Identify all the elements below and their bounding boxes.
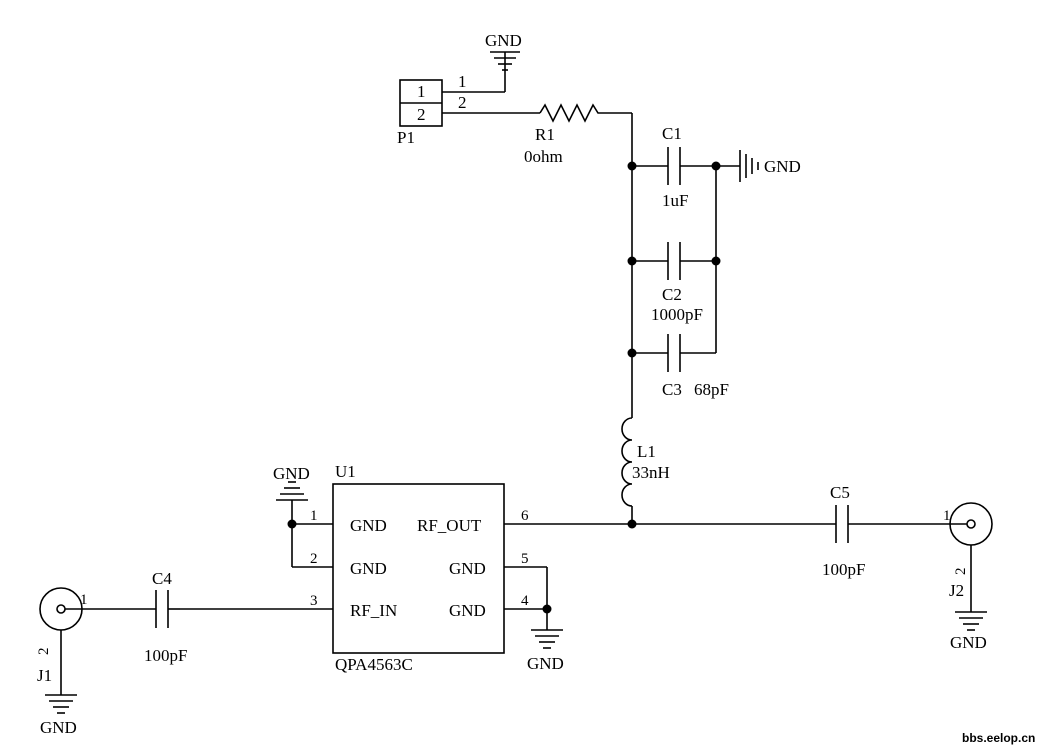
capacitor-c1: C1 1uF	[632, 124, 716, 210]
resistor-r1: R1 0ohm	[524, 103, 632, 166]
u1-designator: U1	[335, 462, 356, 481]
j2-pin-2: 2	[953, 568, 969, 576]
u1-pin-num-2: 2	[310, 551, 318, 567]
connector-p1: 1 2 P1 1 2	[397, 72, 540, 147]
l1-designator: L1	[637, 442, 656, 461]
u1-pin-name-1: GND	[350, 516, 387, 535]
r1-value: 0ohm	[524, 147, 563, 166]
u1-pin-name-5: GND	[449, 559, 486, 578]
u1-pin-num-3: 3	[310, 593, 318, 609]
gnd-symbol-j1: GND	[40, 694, 77, 737]
l1-value: 33nH	[632, 463, 670, 482]
u1-part-number: QPA4563C	[335, 655, 413, 674]
j2-designator: J2	[949, 581, 964, 600]
gnd-label-u1: GND	[273, 464, 310, 483]
u1-pin-name-6: RF_OUT	[417, 516, 482, 535]
gnd-symbol-j2: GND	[950, 611, 987, 652]
p1-net-pin-2: 2	[458, 93, 467, 112]
c4-value: 100pF	[144, 646, 187, 665]
gnd-label-c1: GND	[764, 157, 801, 176]
p1-net-pin-1: 1	[458, 72, 467, 91]
gnd-symbol-u1: GND	[273, 464, 310, 524]
c1-value: 1uF	[662, 191, 688, 210]
c3-value: 68pF	[694, 380, 729, 399]
c2-value: 1000pF	[651, 305, 703, 324]
gnd-label-j1: GND	[40, 718, 77, 737]
j1-designator: J1	[37, 666, 52, 685]
u1-pin-name-3: RF_IN	[350, 601, 397, 620]
gnd-label-u1-right: GND	[527, 654, 564, 673]
gnd-symbol-c1: GND	[716, 150, 801, 182]
gnd-label-p1: GND	[485, 31, 522, 50]
u1-pin-name-2: GND	[350, 559, 387, 578]
u1-pin-num-1: 1	[310, 508, 318, 524]
u1-pin-num-6: 6	[521, 508, 529, 524]
capacitor-c5: C5 100pF	[632, 483, 950, 579]
gnd-symbol-p1: GND	[485, 31, 522, 92]
p1-pin-2-label: 2	[417, 105, 426, 124]
junction-dot	[542, 604, 552, 614]
junction-dot	[711, 256, 721, 266]
r1-designator: R1	[535, 125, 555, 144]
c5-designator: C5	[830, 483, 850, 502]
inductor-l1: L1 33nH	[621, 417, 670, 524]
capacitor-c4: C4 100pF	[82, 569, 187, 665]
capacitor-c3: C3 68pF	[632, 334, 729, 399]
c3-designator: C3	[662, 380, 682, 399]
c2-designator: C2	[662, 285, 682, 304]
p1-designator: P1	[397, 128, 415, 147]
gnd-symbol-u1-right: GND	[527, 629, 564, 673]
c4-designator: C4	[152, 569, 172, 588]
capacitor-c2: C2 1000pF	[632, 242, 716, 324]
gnd-label-j2: GND	[950, 633, 987, 652]
junction-dot	[627, 256, 637, 266]
j1-pin-2: 2	[36, 648, 52, 656]
c5-value: 100pF	[822, 560, 865, 579]
connector-j1: 1 2 J1	[36, 587, 88, 695]
u1-pin-num-5: 5	[521, 551, 529, 567]
watermark: bbs.eelop.cn	[962, 731, 1035, 745]
j2-pin-1: 1	[943, 508, 951, 524]
ic-u1: U1 QPA4563C 1 2 3 GND GND RF_IN 6 5 4 RF…	[180, 462, 632, 674]
junction-dot	[627, 161, 637, 171]
u1-pin-name-4: GND	[449, 601, 486, 620]
c1-designator: C1	[662, 124, 682, 143]
j1-pin-1: 1	[80, 592, 88, 608]
junction-dot	[627, 348, 637, 358]
u1-pin-num-4: 4	[521, 593, 529, 609]
connector-j2: 1 2 J2	[943, 502, 993, 612]
p1-pin-1-label: 1	[417, 82, 426, 101]
